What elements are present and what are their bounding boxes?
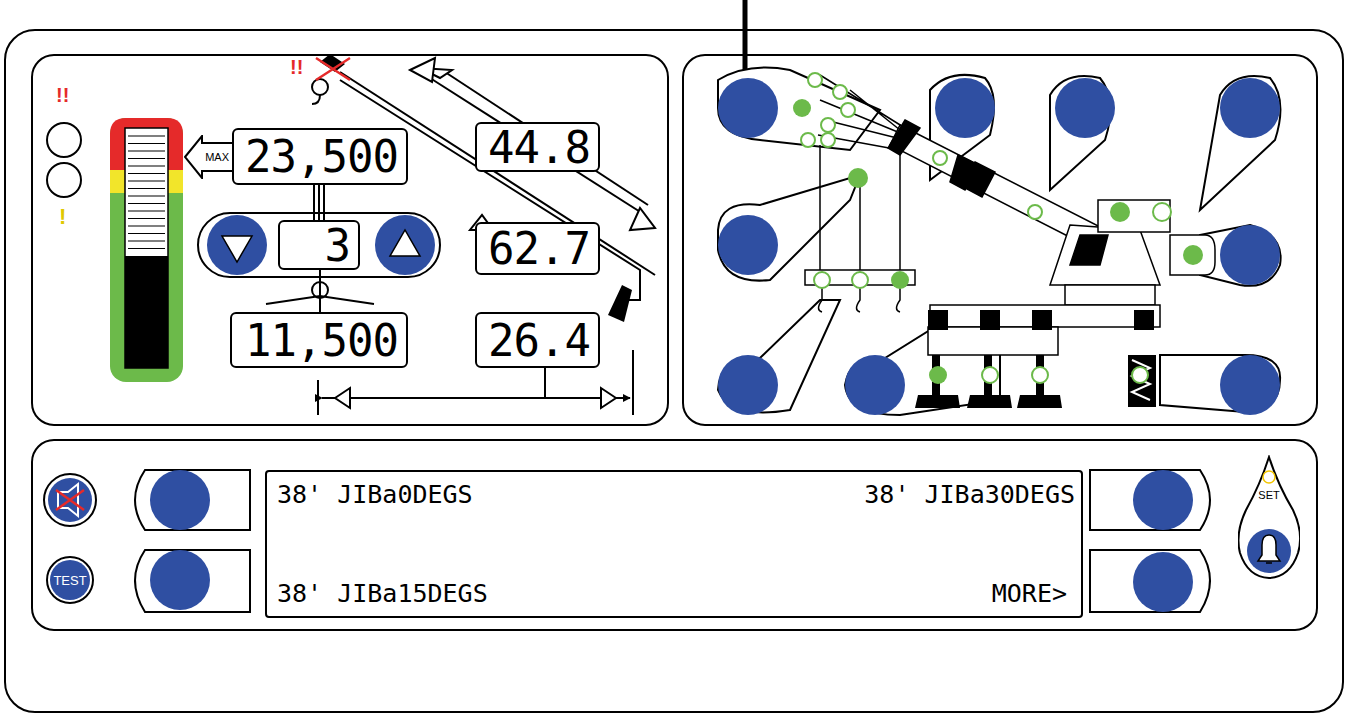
test-button: TEST bbox=[46, 556, 94, 604]
max-arrow: MAX bbox=[184, 135, 234, 179]
readout-value: 3 bbox=[325, 220, 351, 271]
link-line bbox=[320, 270, 321, 312]
node-outline bbox=[1238, 455, 1300, 580]
readout-value: 44.8 bbox=[488, 122, 590, 173]
menu-option: 38' JIBa30DEGS bbox=[864, 480, 1075, 509]
set-button: SET bbox=[1238, 455, 1300, 580]
readout-value: 23,500 bbox=[245, 131, 398, 182]
warning-symbol: !! bbox=[290, 56, 303, 79]
readout-value: 11,500 bbox=[245, 315, 398, 366]
readout-box: 44.8 bbox=[475, 122, 600, 172]
menu-option: 38' JIBa0DEGS bbox=[277, 480, 473, 509]
button-label: TEST bbox=[53, 573, 86, 588]
warning-symbol: !! bbox=[56, 84, 69, 107]
readout-box: 62.7 bbox=[475, 222, 600, 275]
link-line bbox=[314, 185, 324, 220]
button-label: SET bbox=[1258, 489, 1279, 580]
readout-box: 11,500 bbox=[230, 312, 408, 368]
button-label: MAX bbox=[205, 151, 229, 163]
readout-value: 62.7 bbox=[488, 223, 590, 274]
warning-symbol: ! bbox=[59, 204, 66, 230]
readout-box: 23,500 bbox=[232, 128, 408, 185]
readout-box: 3 bbox=[278, 220, 360, 270]
readout-value: 26.4 bbox=[488, 315, 590, 366]
menu-option: 38' JIBa15DEGS bbox=[277, 579, 488, 608]
lcd-screen: 38' JIBa0DEGS 38' JIBa30DEGS 38' JIBa15DEG… bbox=[265, 470, 1083, 618]
menu-option: MORE> bbox=[992, 579, 1067, 608]
readout-box: 26.4 bbox=[475, 312, 600, 368]
